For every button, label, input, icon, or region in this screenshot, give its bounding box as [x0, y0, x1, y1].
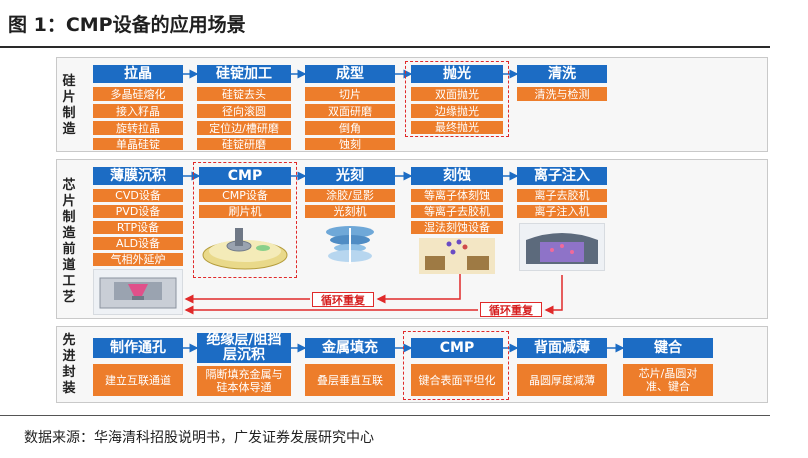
fe-item: 刷片机	[199, 205, 291, 218]
fe-header-lithography: 光刻	[305, 167, 395, 185]
wafer-item: 定位边/槽研磨	[197, 121, 291, 135]
wafer-item: 旋转拉晶	[93, 121, 183, 135]
fe-item: 等离子去胶机	[411, 205, 503, 218]
fe-header-cmp: CMP	[199, 167, 291, 185]
wafer-item: 边缘抛光	[411, 104, 503, 118]
fe-item: CVD设备	[93, 189, 183, 202]
fe-item: 光刻机	[305, 205, 395, 218]
wafer-header-ingot: 硅锭加工	[197, 65, 291, 83]
fe-item: 湿法刻蚀设备	[411, 221, 503, 234]
pkg-header-tsv: 制作通孔	[93, 338, 183, 358]
data-source: 数据来源：华海清科招股说明书，广发证券发展研究中心	[24, 430, 374, 446]
loop-arrow	[376, 268, 461, 304]
pkg-header-insulation: 绝缘层/阻挡层沉积	[197, 333, 291, 363]
fe-header-deposition: 薄膜沉积	[93, 167, 183, 185]
deposition-equipment-image	[93, 269, 183, 315]
pkg-desc: 叠层垂直互联	[305, 364, 395, 396]
pkg-header-bonding: 键合	[623, 338, 713, 358]
cmp-equipment-image	[199, 222, 291, 272]
fe-item: ALD设备	[93, 237, 183, 250]
fe-item: CMP设备	[199, 189, 291, 202]
section-label-wafer: 硅片制造	[62, 74, 76, 137]
pkg-desc: 建立互联通道	[93, 364, 183, 396]
pkg-desc: 芯片/晶圆对准、键合	[623, 364, 713, 396]
wafer-item: 硅锭研磨	[197, 138, 291, 151]
wafer-item: 硅锭去头	[197, 87, 291, 101]
pkg-header-metal-fill: 金属填充	[305, 338, 395, 358]
figure-title: 图 1：CMP设备的应用场景	[8, 14, 246, 36]
pkg-desc: 晶圆厚度减薄	[517, 364, 607, 396]
wafer-item: 单晶硅锭	[93, 138, 183, 151]
etch-image	[419, 238, 495, 274]
loop-repeat-label: 循环重复	[480, 302, 542, 317]
section-label-frontend: 芯片制造前道工艺	[62, 178, 76, 305]
wafer-item: 最终抛光	[411, 121, 503, 134]
pkg-desc: 键合表面平坦化	[411, 364, 503, 396]
wafer-header-polish: 抛光	[411, 65, 503, 83]
loop-repeat-label: 循环重复	[312, 292, 374, 307]
fe-item: 离子去胶机	[517, 189, 607, 202]
fe-item: 气相外延炉	[93, 253, 183, 266]
fe-item: 离子注入机	[517, 205, 607, 218]
wafer-item: 切片	[305, 87, 395, 101]
wafer-item: 清洗与检测	[517, 87, 607, 101]
pkg-header-cmp: CMP	[411, 338, 503, 358]
section-label-packaging: 先进封装	[62, 333, 76, 396]
wafer-item: 蚀刻	[305, 138, 395, 151]
wafer-item: 倒角	[305, 121, 395, 135]
fe-item: 等离子体刻蚀	[411, 189, 503, 202]
fe-item: 涂胶/显影	[305, 189, 395, 202]
wafer-header-crystal: 拉晶	[93, 65, 183, 83]
pkg-cmp-highlight-box	[403, 331, 509, 400]
footer-rule	[0, 415, 770, 416]
lithography-image	[305, 222, 395, 268]
loop-arrow	[544, 275, 563, 315]
title-rule	[0, 46, 770, 48]
cmp-highlight-box	[193, 162, 297, 278]
pkg-desc: 隔断填充金属与硅本体导通	[197, 366, 291, 396]
implant-image	[519, 223, 605, 271]
wafer-item: 多晶硅熔化	[93, 87, 183, 101]
fe-header-implant: 离子注入	[517, 167, 607, 185]
wafer-header-clean: 清洗	[517, 65, 607, 83]
pkg-header-thinning: 背面减薄	[517, 338, 607, 358]
fe-header-etch: 刻蚀	[411, 167, 503, 185]
fe-item: PVD设备	[93, 205, 183, 218]
wafer-item: 双面研磨	[305, 104, 395, 118]
fe-item: RTP设备	[93, 221, 183, 234]
polish-highlight-box	[405, 61, 509, 137]
wafer-item: 接入籽晶	[93, 104, 183, 118]
wafer-header-forming: 成型	[305, 65, 395, 83]
wafer-item: 径向滚圆	[197, 104, 291, 118]
wafer-item: 双面抛光	[411, 87, 503, 101]
